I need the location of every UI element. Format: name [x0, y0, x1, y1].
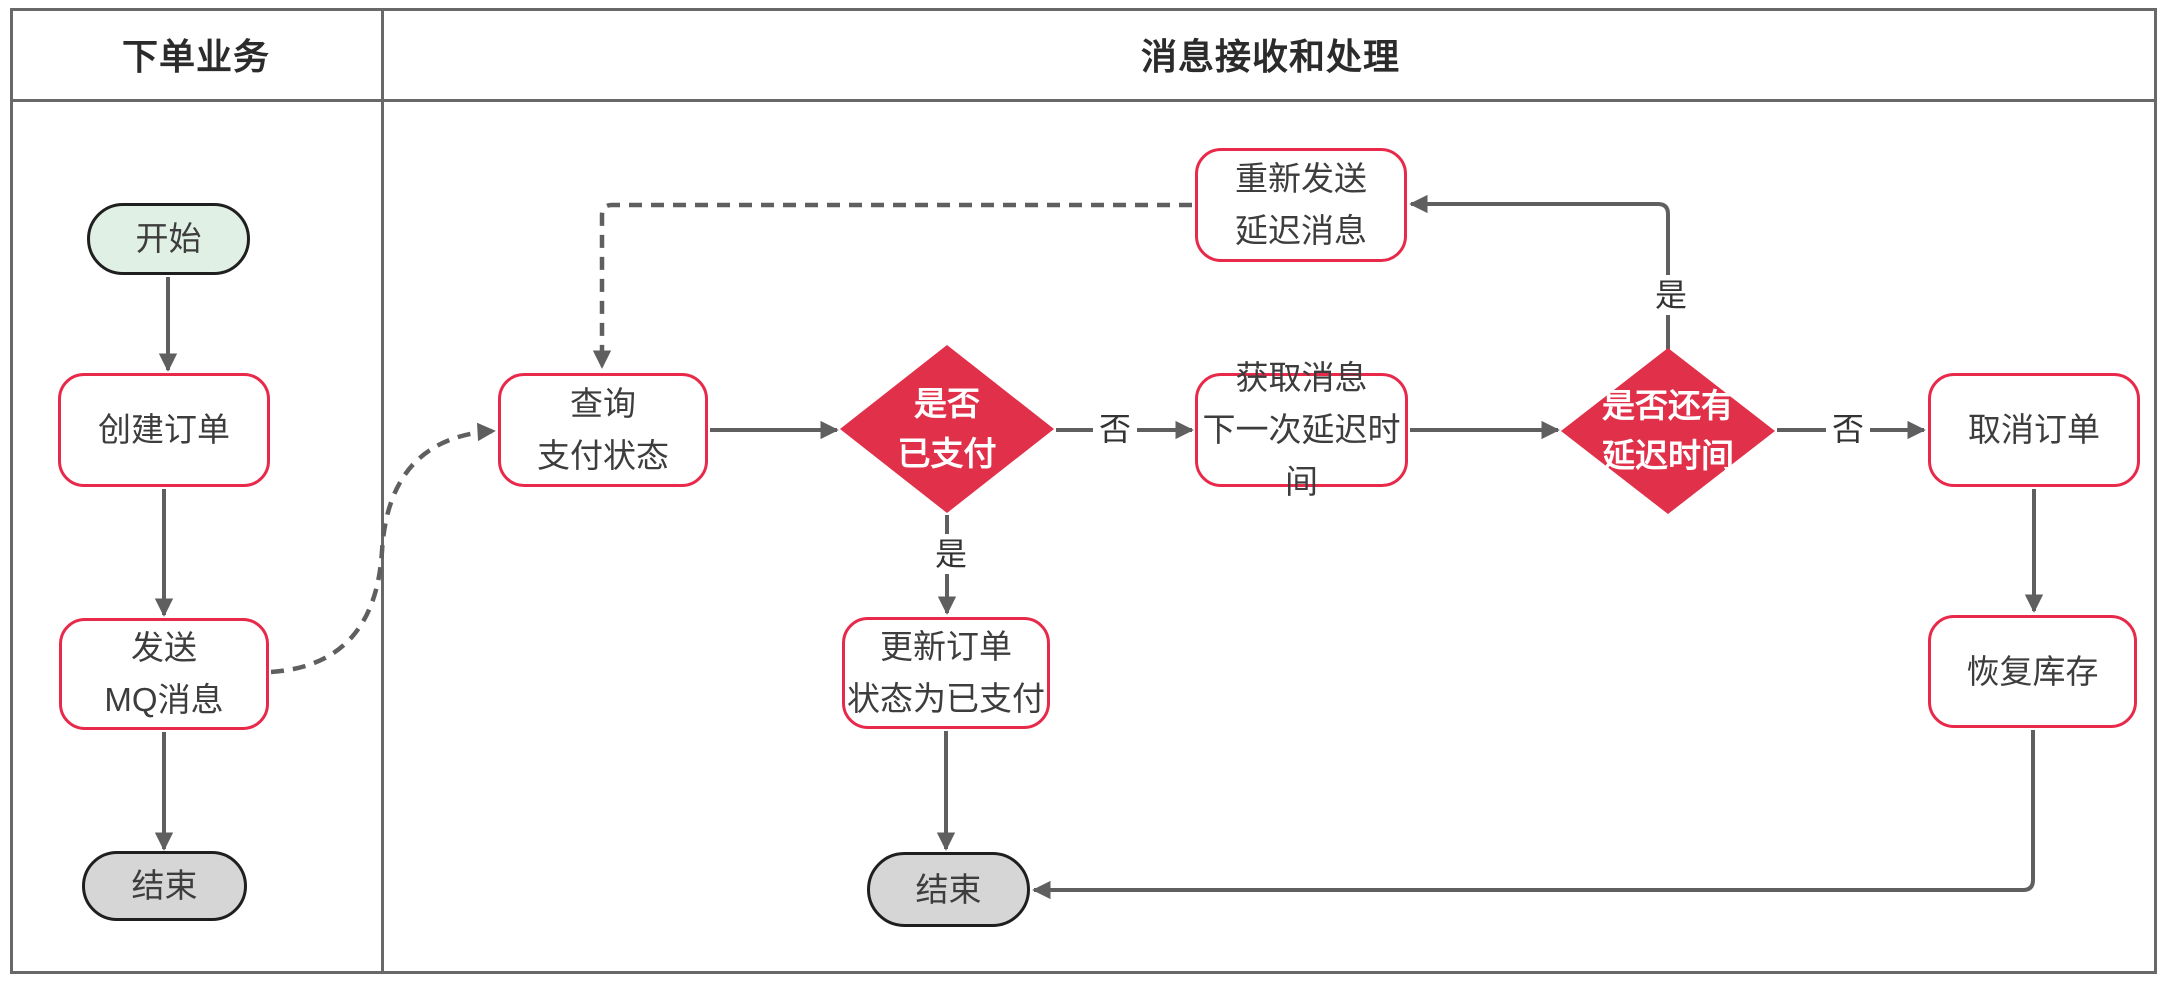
node-end-left-label: 结束 — [131, 867, 198, 904]
node-decision-has-delay-line1: 是否还有 — [1602, 387, 1734, 424]
node-query-pay-line2: 支付状态 — [537, 437, 669, 474]
edge-label-is-paid-no: 否 — [1092, 409, 1138, 449]
node-send-mq: 发送 MQ消息 — [59, 618, 269, 730]
node-resend-delay-msg-line2: 延迟消息 — [1235, 212, 1367, 249]
node-send-mq-line2: MQ消息 — [104, 681, 224, 718]
node-create-order: 创建订单 — [58, 373, 270, 487]
node-get-msg: 获取消息 下一次延迟时间 — [1195, 359, 1408, 500]
edge-label-has-delay-no: 否 — [1825, 409, 1871, 449]
swimlane-frame — [10, 8, 2157, 974]
node-end-left: 结束 — [82, 851, 247, 921]
lane-title-message-processing: 消息接收和处理 — [1140, 35, 1400, 77]
node-restore-stock-label: 恢复库存 — [1966, 652, 2099, 690]
node-restore-stock: 恢复库存 — [1928, 615, 2137, 728]
node-resend-delay-msg: 重新发送 延迟消息 — [1195, 148, 1407, 262]
swimlane-divider — [381, 8, 384, 974]
node-update-order-line2: 状态为已支付 — [847, 680, 1045, 717]
node-update-order-line1: 更新订单 — [880, 628, 1012, 665]
node-update-order: 更新订单 状态为已支付 — [842, 617, 1050, 729]
node-decision-has-delay-line2: 延迟时间 — [1602, 437, 1734, 474]
node-cancel-order-label: 取消订单 — [1968, 411, 2100, 448]
edge-has-delay-yes-to-resend — [1409, 194, 1670, 350]
lane-title-order-business: 下单业务 — [121, 35, 270, 77]
node-decision-is-paid-line1: 是否 — [914, 385, 980, 422]
node-start: 开始 — [87, 203, 250, 275]
edge-label-is-paid-yes: 是 — [928, 534, 974, 574]
node-query-pay: 查询 支付状态 — [498, 373, 708, 487]
edge-label-has-delay-yes: 是 — [1648, 275, 1694, 315]
node-cancel-order: 取消订单 — [1928, 373, 2140, 487]
edge-resend-to-query-pay-dashed — [592, 202, 1192, 369]
node-start-label: 开始 — [135, 220, 202, 257]
node-query-pay-line1: 查询 — [570, 385, 636, 422]
edge-restore-stock-to-end-main — [1032, 730, 2035, 900]
swimlane-header-rule — [10, 99, 2157, 102]
node-get-msg-line1: 获取消息 — [1235, 359, 1368, 396]
node-end-main-label: 结束 — [915, 870, 982, 908]
node-get-msg-line2: 下一次延迟时间 — [1202, 411, 1401, 500]
node-send-mq-line1: 发送 — [131, 629, 197, 666]
node-decision-is-paid-line2: 已支付 — [897, 435, 997, 472]
node-resend-delay-msg-line1: 重新发送 — [1235, 160, 1367, 197]
node-create-order-label: 创建订单 — [98, 411, 230, 448]
edge-send-mq-to-query-pay-dashed — [270, 422, 496, 675]
node-end-main: 结束 — [867, 852, 1030, 927]
